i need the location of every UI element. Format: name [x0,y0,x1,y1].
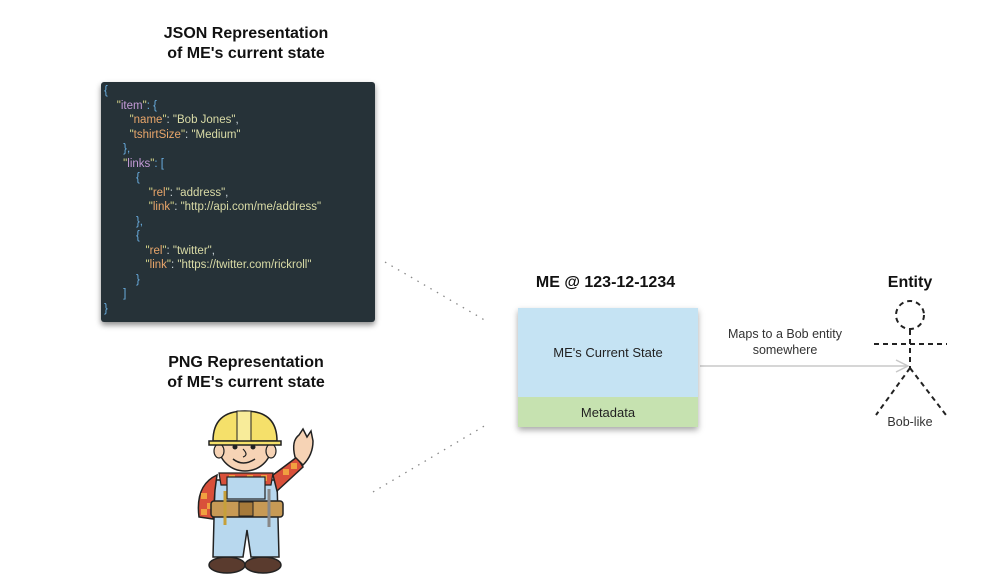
code-token: links [127,157,151,170]
code-token: "twitter" [172,244,212,257]
code-line: "rel": "address", [101,186,375,201]
code-token: " [148,186,153,199]
me-resource-title: ME @ 123-12-1234 [535,274,676,291]
stick-figure-left-leg [875,367,911,416]
code-token: "Bob Jones" [172,114,236,126]
code-token: , [211,244,215,257]
code-token: { [135,172,140,184]
png-title-line2: of ME's current state [167,374,325,391]
code-token: "address" [176,186,226,199]
code-line: "item": { [101,99,375,114]
code-token: rel [152,186,166,199]
code-token: : [166,114,173,126]
code-token: : [185,128,192,141]
code-line: }, [101,142,375,157]
code-line: { [101,171,375,186]
code-token: "http://api.com/me/address" [180,201,322,213]
code-line: }, [101,215,375,230]
code-token: } [104,302,108,315]
code-line: { [101,84,375,99]
code-token: : [174,201,181,213]
code-token: " [165,186,170,199]
code-token: { [135,230,140,242]
maps-to-label: Maps to a Bob entity somewhere [710,326,860,358]
json-code-panel: { "item": { "name": "Bob Jones", "tshirt… [101,82,375,322]
me-current-state-section: ME's Current State [518,308,698,397]
code-token: }, [135,215,143,228]
code-token: name [133,114,163,126]
code-line: } [101,302,375,317]
code-token: item [120,99,143,112]
code-line: ] [101,287,375,302]
code-token: " [180,128,186,141]
arrow-head-icon [895,359,910,373]
code-token: }, [123,143,131,155]
code-token: " [162,114,167,126]
png-to-me-dotted-line [372,424,487,493]
me-resource-box: ME's Current State Metadata [518,308,698,427]
code-line: } [101,273,375,288]
me-metadata-section: Metadata [518,397,698,427]
code-line: "links": [ [101,157,375,172]
code-token: " [162,244,167,257]
code-token: " [166,259,171,271]
entity-figure-label: Bob-like [887,415,933,429]
waving-hand [292,427,314,467]
code-line: { [101,229,375,244]
code-token: " [116,99,121,112]
png-title-line1: PNG Representation [168,354,324,371]
code-token: " [129,114,134,126]
bob-builder-image [197,410,314,574]
json-title-line1: JSON Representation [163,25,329,42]
stick-figure-icon [874,300,947,416]
code-line: "link": "http://api.com/me/address" [101,200,375,215]
png-representation-title: PNG Representation of ME's current state [140,353,352,393]
code-token: " [145,244,150,257]
maps-to-label-line1: Maps to a Bob entity [728,327,842,341]
code-line: "rel": "twitter", [101,244,375,259]
code-token: : [169,186,177,199]
code-token: "https://twitter.com/rickroll" [177,259,312,271]
code-line: "name": "Bob Jones", [101,113,375,128]
code-token: : [171,259,178,271]
code-token: " [123,157,128,170]
json-representation-title: JSON Representation of ME's current stat… [118,24,374,64]
code-token: : [ [154,157,164,170]
code-token: , [225,186,229,199]
code-token: " [170,201,175,213]
code-token: "Medium" [191,128,241,141]
code-token: : { [146,99,157,112]
code-line: "tshirtSize": "Medium" [101,128,375,143]
code-token: " [129,128,134,141]
code-token: link [149,259,167,271]
code-token: tshirtSize [133,128,181,141]
code-token: link [152,201,171,213]
code-token: " [145,259,150,271]
maps-to-label-line2: somewhere [752,343,818,357]
json-title-line2: of ME's current state [167,45,325,62]
code-token: " [150,157,155,170]
json-to-me-dotted-line [384,261,489,323]
code-token: " [148,201,153,213]
code-token: { [104,85,108,97]
code-token: " [142,99,147,112]
code-token: : [166,244,173,257]
code-token: ] [123,288,127,300]
stick-figure-right-leg [909,367,947,416]
stick-figure-head [895,300,925,330]
entity-title: Entity [887,274,933,291]
code-token: rel [149,244,163,257]
code-line: "link": "https://twitter.com/rickroll" [101,258,375,273]
code-token: } [135,273,140,286]
code-token: , [235,114,239,126]
